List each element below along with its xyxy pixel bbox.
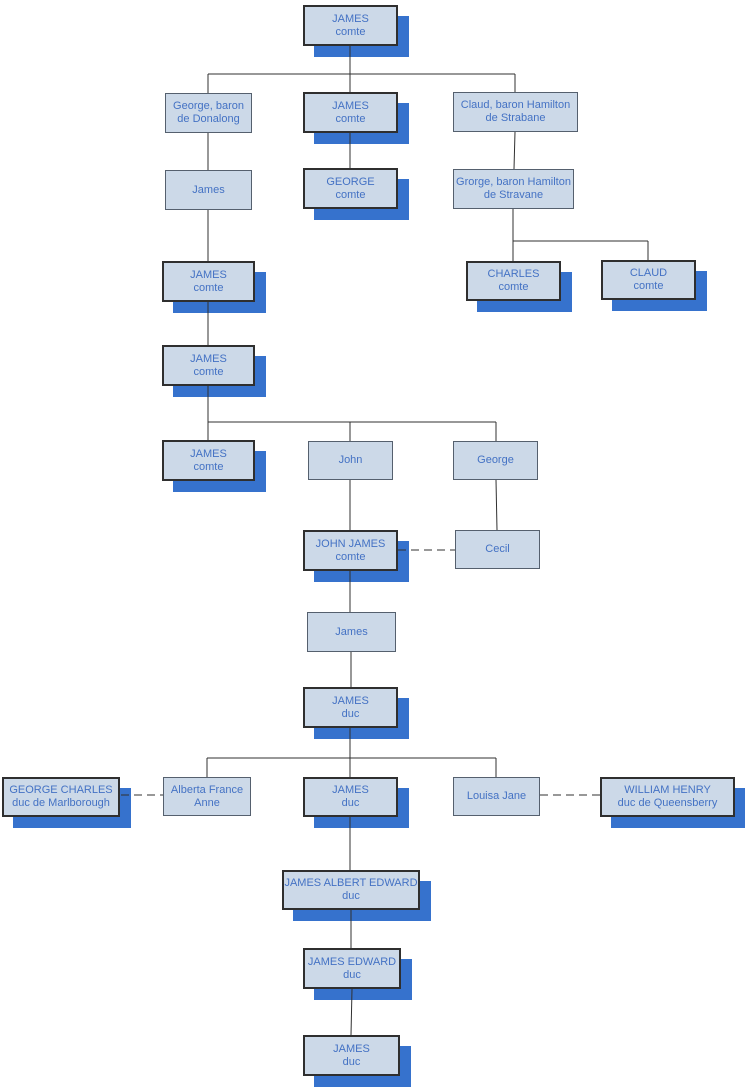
node-label-line: GEORGE CHARLES (9, 784, 113, 796)
node-label-line: CLAUD (629, 267, 668, 279)
tree-node-cecil[interactable]: Cecil (455, 530, 540, 569)
node-label-line: WILLIAM HENRY (624, 784, 711, 796)
node-label-line: JAMES (332, 99, 369, 112)
node-label-line: CHARLES (487, 268, 540, 280)
node-label-line: JAMES (190, 268, 227, 281)
node-label-line: comte (193, 281, 224, 294)
node-label-line: duc (341, 797, 360, 809)
node-label-line: Cecil (485, 543, 510, 555)
node-label-line: JAMES (333, 1042, 370, 1055)
node-label-line: JAMES ALBERT EDWARD (284, 877, 418, 889)
node-label-line: de Stravane (483, 189, 544, 201)
node-label-line: James (335, 625, 368, 638)
node-label-line: comte (335, 112, 366, 125)
node-label-line: comte (335, 25, 366, 38)
node-label-line: duc (343, 968, 361, 981)
node-label-line: comte (498, 281, 529, 293)
node-label-line: Louisa Jane (466, 790, 527, 802)
node-label-line: duc (342, 890, 360, 902)
tree-node-james-plain-1[interactable]: James (165, 170, 252, 210)
node-label-line: Anne (194, 796, 220, 809)
node-label-line: comte (193, 365, 224, 378)
node-label-line: comte (633, 280, 664, 292)
node-label-line: JAMES (190, 447, 227, 460)
node-label-line: JAMES (332, 694, 369, 707)
node-label-line: George, baron (173, 100, 244, 112)
node-label-line: GEORGE (326, 175, 375, 188)
node-label-line: Grorge, baron Hamilton (456, 176, 571, 188)
tree-node-john[interactable]: John (308, 441, 393, 480)
node-label-line: de Donalong (177, 113, 240, 125)
node-label-line: comte (335, 188, 366, 201)
descent-connector (495, 479, 498, 531)
node-label-line: JOHN JAMES (315, 537, 386, 550)
node-label-line: comte (193, 460, 224, 473)
node-label-line: James (192, 183, 225, 196)
node-label-line: George (477, 454, 514, 466)
tree-node-james-plain-2[interactable]: James (307, 612, 396, 652)
node-label-line: duc (342, 1055, 361, 1068)
node-label-line: Alberta France (170, 783, 244, 796)
node-label-line: JAMES (332, 12, 369, 25)
node-label-line: duc (341, 707, 360, 720)
node-label-line: Claud, baron Hamilton (460, 99, 571, 111)
node-label-line: duc de Marlborough (12, 797, 110, 809)
tree-node-louisa-jane[interactable]: Louisa Jane (453, 777, 540, 816)
node-label-line: JAMES (332, 784, 369, 796)
node-label-line: duc de Queensberry (617, 797, 718, 809)
node-label-line: JAMES EDWARD (307, 955, 397, 968)
node-label-line: John (338, 454, 363, 466)
node-label-line: JAMES (190, 352, 227, 365)
node-label-line: de Strabane (485, 112, 546, 124)
descent-connector (513, 131, 516, 170)
node-label-line: comte (335, 550, 366, 563)
tree-node-george-plain[interactable]: George (453, 441, 538, 480)
